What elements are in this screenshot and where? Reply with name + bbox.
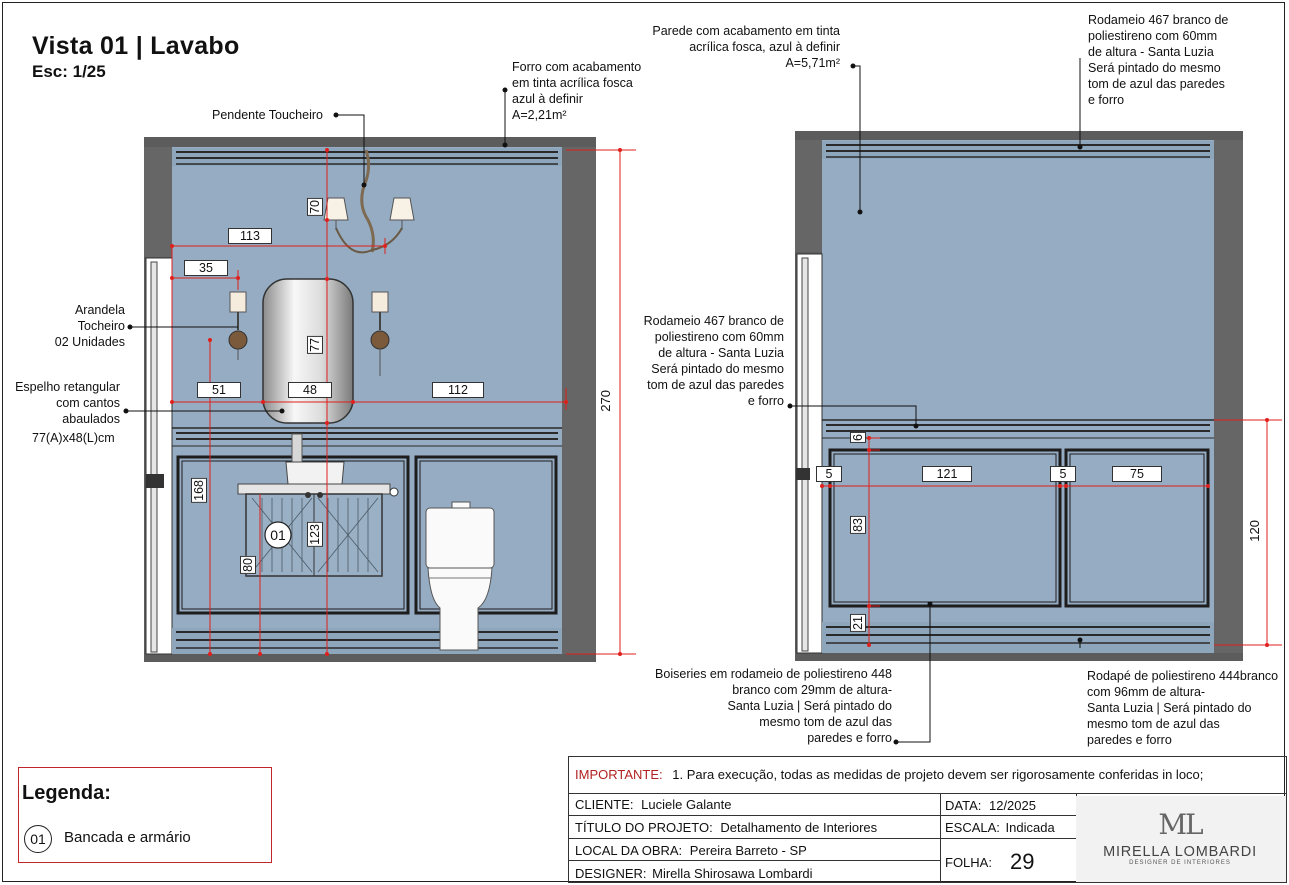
cabinet-tag-circle [264,521,292,549]
baseboard-note: Rodapé de poliestireno 444branco com 96m… [1087,669,1279,747]
dim-75: 75 [1112,466,1162,482]
mid-rail-note: Rodameio 467 branco de poliestireno com … [643,314,784,408]
dim-120: 120 [1247,520,1262,542]
site-row: LOCAL DA OBRA: Pereira Barreto - SP [575,843,807,858]
title-block-grid [568,756,1287,883]
dim-21: 21 [850,614,866,632]
designer-row: DESIGNER: Mirella Shirosawa Lombardi [575,866,813,881]
dim-5-left: 5 [816,466,842,482]
scale-value: Indicada [1005,820,1055,835]
dim-112: 112 [432,382,484,398]
ceiling-note: Forro com acabamento em tinta acrílica f… [512,60,642,122]
client-row: CLIENTE: Luciele Galante [575,797,731,812]
legend-tag: 01 [24,825,52,853]
project-value: Detalhamento de Interiores [720,820,878,835]
dim-6: 6 [850,432,866,443]
date-label: DATA: [945,798,982,813]
logo-name: MIRELLA LOMBARDI [1103,844,1257,860]
site-value: Pereira Barreto - SP [689,843,807,858]
dim-270: 270 [598,390,613,412]
designer-label: DESIGNER: [575,866,647,881]
dim-113: 113 [228,228,272,244]
wall-note: Parede com acabamento em tinta acrílica … [652,24,840,70]
project-row: TÍTULO DO PROJETO: Detalhamento de Inter… [575,820,877,835]
top-rail-note: Rodameio 467 branco de poliestireno com … [1088,13,1229,107]
pendant-note: Pendente Toucheiro [212,108,323,122]
date-value: 12/2025 [988,798,1036,813]
legend-box [18,767,272,863]
designer-value: Mirella Shirosawa Lombardi [652,866,813,881]
dim-51: 51 [197,382,241,398]
dim-77: 77 [307,336,323,354]
scale-label: ESCALA: [945,820,1000,835]
left-elevation [144,137,636,662]
important-row: IMPORTANTE: 1. Para execução, todas as m… [575,767,1203,782]
client-label: CLIENTE: [575,797,634,812]
dim-5-right: 5 [1050,466,1076,482]
boiseries-note: Boiseries em rodameio de poliestireno 44… [655,667,892,745]
sheet-label: FOLHA: [945,855,992,870]
logo-box [1076,796,1286,882]
sheet-number: 29 [1010,849,1035,874]
client-value: Luciele Galante [641,797,732,812]
important-label: IMPORTANTE: [575,767,663,782]
mirror-note: Espelho retangular com cantos abaulados [15,380,120,426]
page-scale: Esc: 1/25 [32,62,106,81]
dim-121: 121 [922,466,972,482]
dim-168: 168 [191,478,207,503]
dim-48: 48 [288,382,332,398]
page-title: Vista 01 | Lavabo [32,32,240,60]
logo-mark: ML [1158,808,1203,841]
dim-83: 83 [850,516,866,534]
legend-item: Bancada e armário [64,829,191,846]
dim-123: 123 [307,522,323,547]
site-label: LOCAL DA OBRA: [575,843,683,858]
cabinet-tag: 01 [270,527,286,543]
important-text: 1. Para execução, todas as medidas de pr… [672,767,1204,782]
left-wall-surface [172,147,562,654]
logo-subtitle: DESIGNER DE INTERIORES [1129,860,1231,866]
dim-70: 70 [307,198,323,216]
right-elevation [795,131,1282,661]
scale-row: ESCALA: Indicada [945,820,1055,835]
dim-80: 80 [240,556,256,574]
sconce-note: Arandela Tocheiro 02 Unidades [54,303,125,349]
legend-title: Legenda: [22,782,111,804]
project-label: TÍTULO DO PROJETO: [575,820,713,835]
date-row: DATA: 12/2025 [945,798,1036,813]
mirror-size-note: 77(A)x48(L)cm [32,431,115,445]
dim-35: 35 [184,260,228,276]
